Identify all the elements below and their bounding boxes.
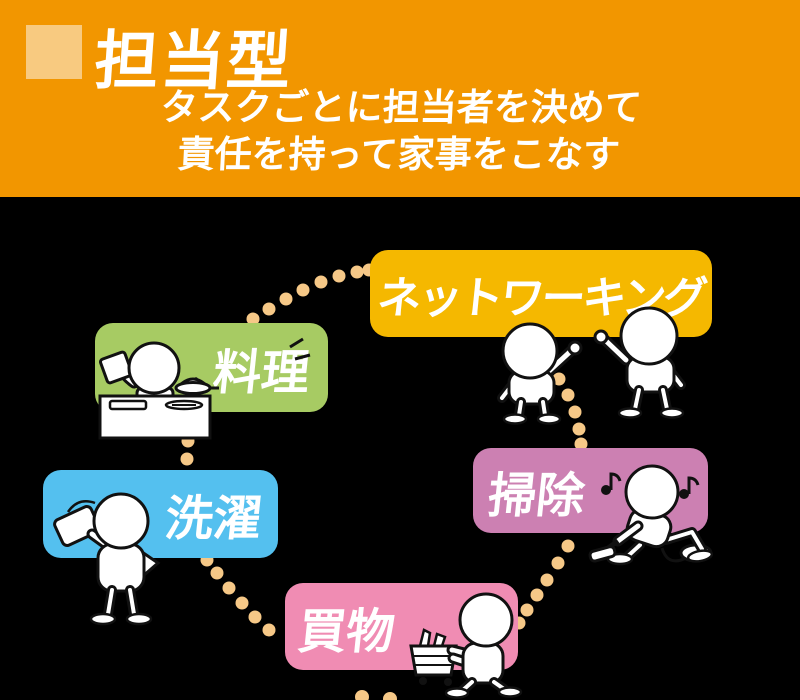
dotted-path-bottom-edge	[355, 690, 397, 700]
task-box-laundry: 洗濯	[43, 470, 278, 558]
task-label-networking: ネットワーキング	[374, 272, 707, 324]
dotted-path-laundry-to-shopping	[200, 553, 276, 637]
task-box-networking: ネットワーキング	[370, 250, 712, 337]
task-label-cooking: 料理	[210, 344, 313, 401]
task-box-cooking: 料理	[95, 323, 328, 412]
subtitle-line-1: タスクごとに担当者を決めて	[159, 86, 643, 129]
task-label-cleaning: 掃除	[485, 467, 588, 524]
dotted-path-networking-to-cleaning	[552, 372, 588, 451]
task-box-cleaning: 掃除	[473, 448, 708, 533]
header-bullet-square	[26, 25, 82, 79]
dotted-path-cooking-to-laundry	[180, 434, 195, 466]
task-label-shopping: 買物	[295, 603, 398, 660]
header-band: 担当型 タスクごとに担当者を決めて 責任を持って家事をこなす	[0, 0, 800, 197]
dotted-path-cleaning-to-shopping	[512, 539, 575, 630]
subtitle: タスクごとに担当者を決めて 責任を持って家事をこなす	[0, 84, 800, 178]
task-label-laundry: 洗濯	[162, 491, 265, 547]
dotted-path-cooking-to-networking	[246, 263, 376, 326]
subtitle-line-2: 責任を持って家事をこなす	[176, 133, 621, 176]
task-box-shopping: 買物	[285, 583, 518, 670]
